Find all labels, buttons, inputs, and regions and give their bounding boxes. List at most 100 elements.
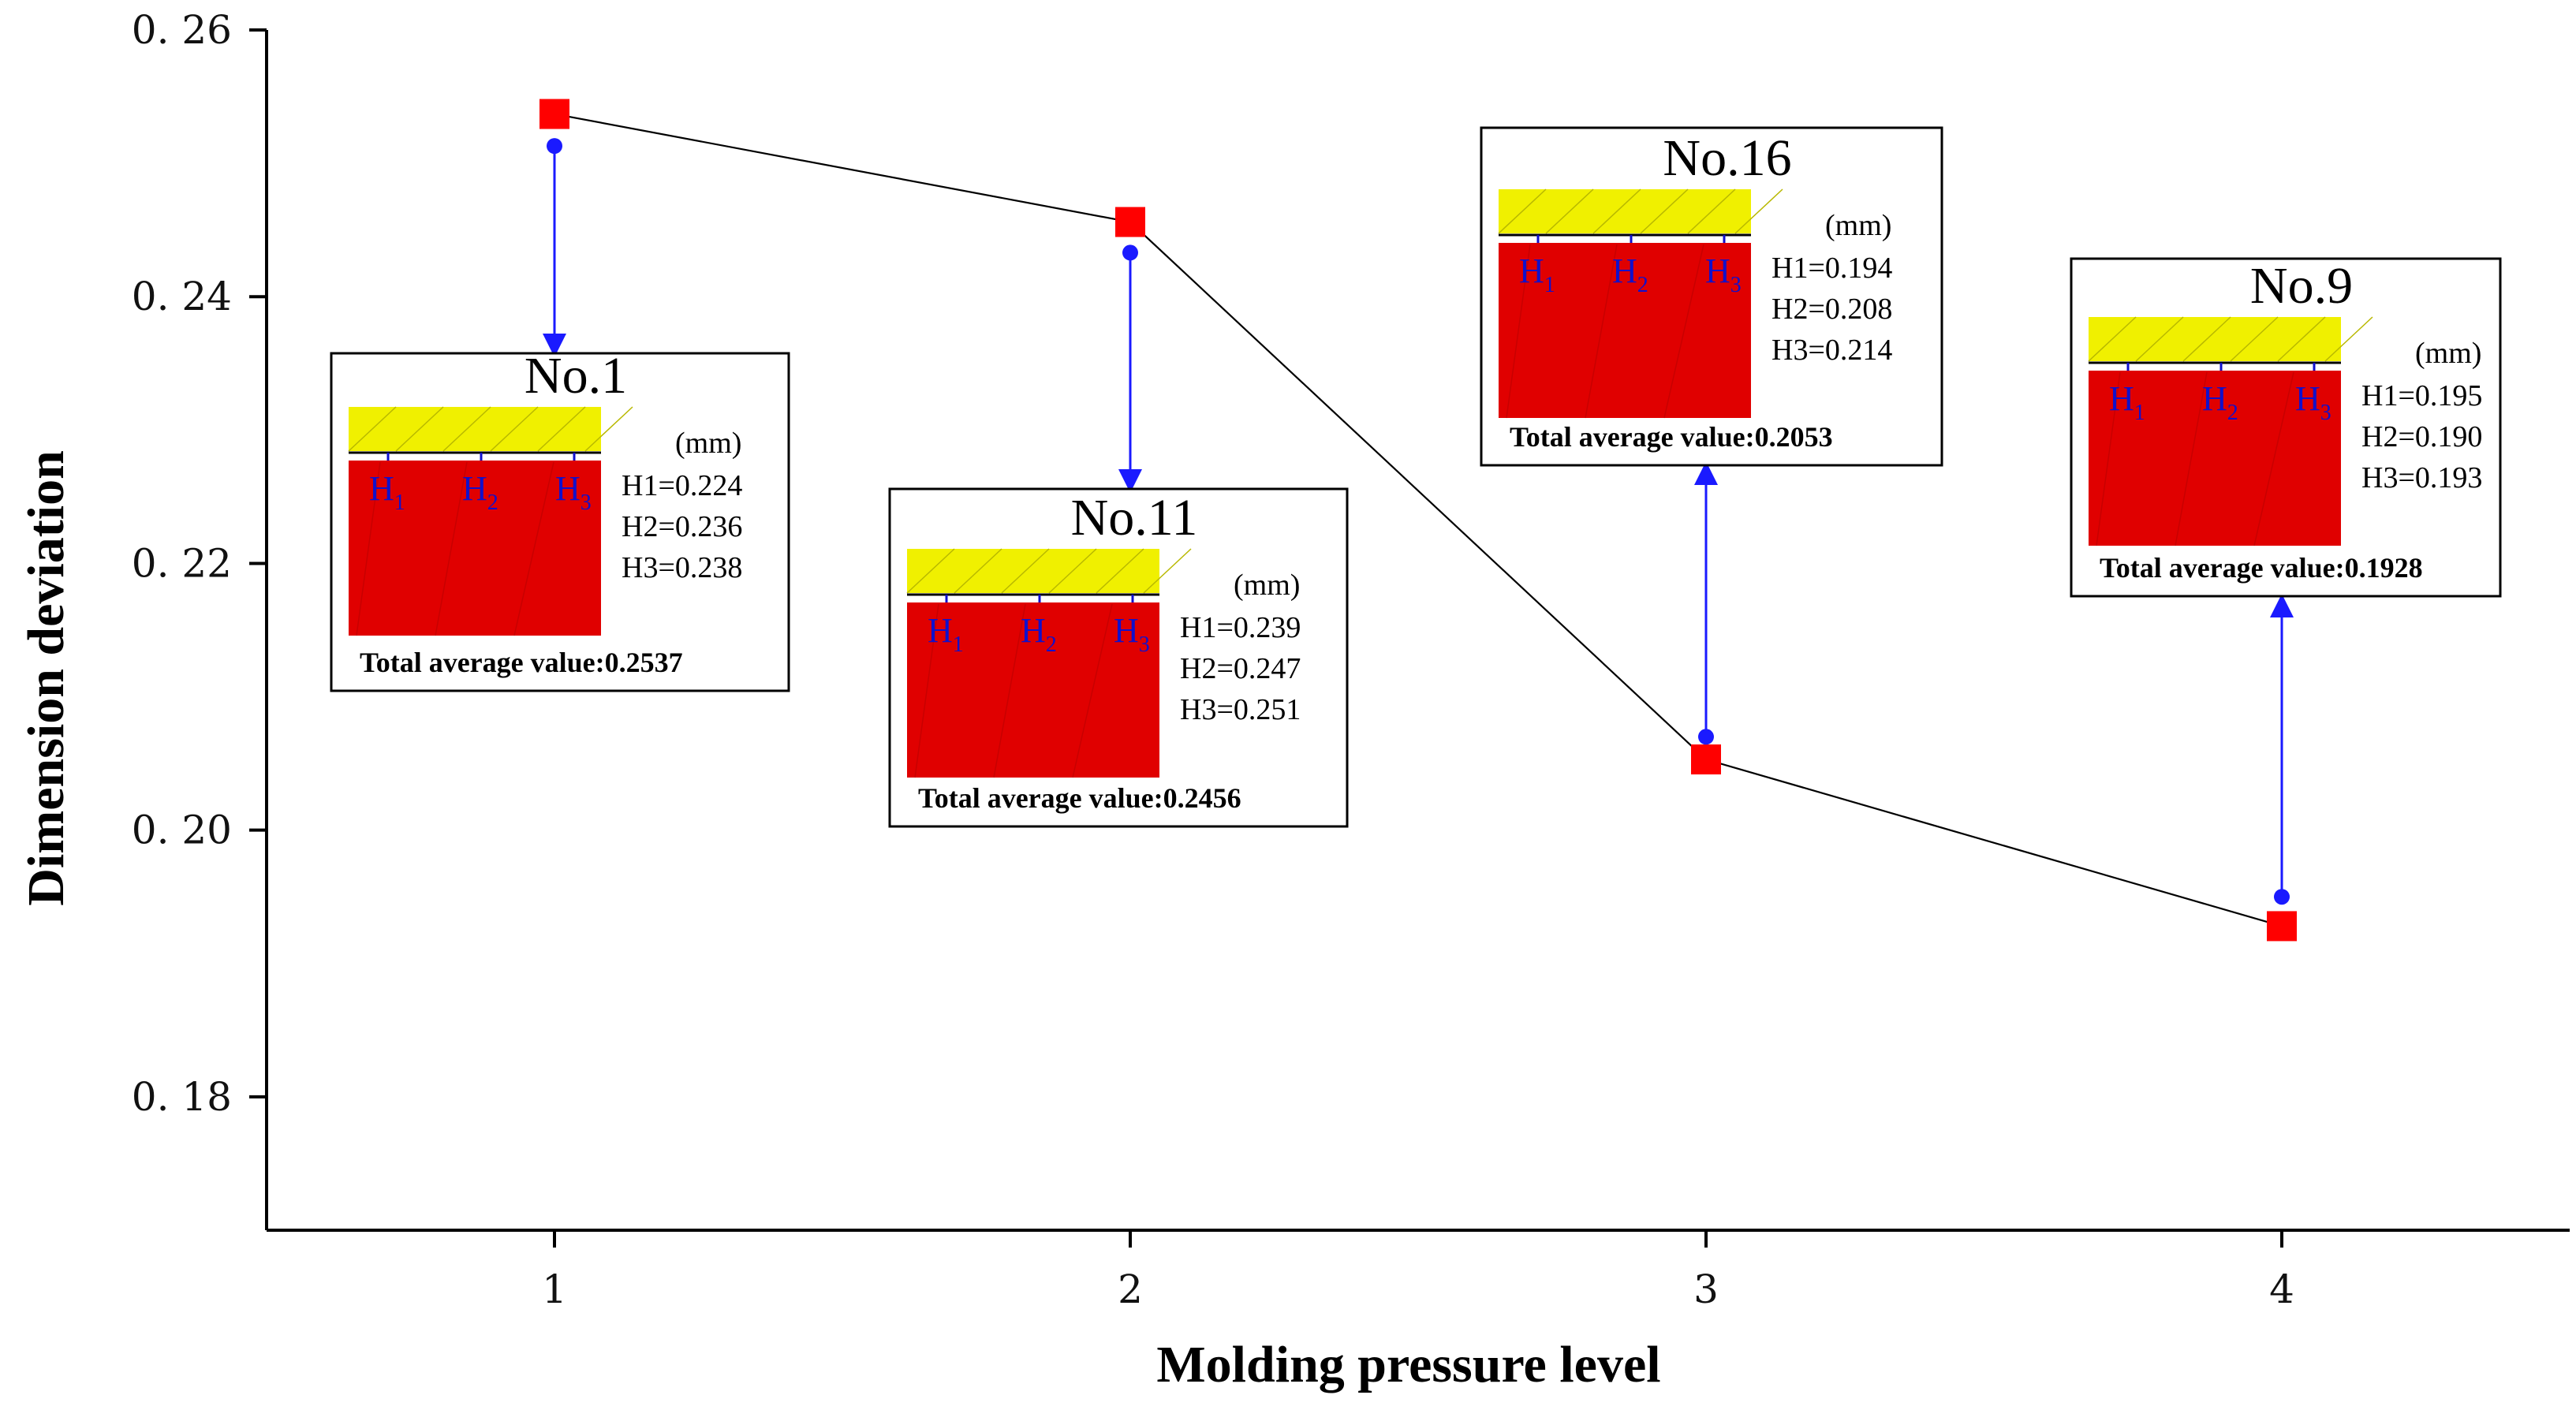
square-marker bbox=[1691, 744, 1721, 775]
mesh-line bbox=[1001, 548, 1050, 594]
inset-value: H1=0.195 bbox=[2361, 379, 2482, 412]
mesh-line bbox=[537, 406, 586, 452]
mesh-line bbox=[1734, 188, 1783, 234]
mesh-line bbox=[1545, 188, 1594, 234]
mesh-line bbox=[395, 406, 444, 452]
x-tick-label: 3 bbox=[1693, 1266, 1719, 1312]
mesh-line bbox=[2135, 316, 2184, 362]
mesh-line bbox=[1592, 188, 1641, 234]
mesh-line bbox=[2277, 316, 2326, 362]
mold-body bbox=[1499, 243, 1751, 418]
h-subscript: 3 bbox=[1730, 273, 1742, 297]
circle-marker bbox=[1122, 244, 1138, 261]
inset-value: H1=0.224 bbox=[622, 469, 742, 502]
h-subscript: 3 bbox=[1139, 632, 1150, 657]
h-subscript: 1 bbox=[1544, 273, 1555, 297]
inset-unit: (mm) bbox=[1825, 209, 1891, 242]
x-tick-label: 2 bbox=[1118, 1266, 1143, 1312]
deviation-arrows bbox=[543, 146, 2294, 897]
data-markers bbox=[539, 99, 2297, 942]
inset-unit: (mm) bbox=[1234, 569, 1300, 602]
mesh-line bbox=[584, 406, 633, 452]
mesh-line bbox=[356, 461, 381, 636]
series-line-path bbox=[554, 113, 2283, 927]
mesh-line bbox=[1687, 188, 1736, 234]
inset-total: Total average value:0.2537 bbox=[360, 647, 683, 678]
mesh-line bbox=[2182, 316, 2231, 362]
x-axis-title: Molding pressure level bbox=[1156, 1336, 1660, 1393]
mesh-line bbox=[513, 461, 554, 636]
mesh-line bbox=[914, 603, 939, 778]
y-tick-label: 0. 22 bbox=[132, 540, 232, 586]
h-subscript: 1 bbox=[394, 491, 405, 515]
mesh-line bbox=[2096, 371, 2121, 546]
square-marker bbox=[2267, 911, 2297, 942]
inset-value: H2=0.208 bbox=[1771, 293, 1892, 326]
mesh-line bbox=[1585, 244, 1618, 419]
mesh-line bbox=[490, 406, 539, 452]
inset-total: Total average value:0.2053 bbox=[1510, 421, 1833, 453]
inset-value: H3=0.193 bbox=[2361, 461, 2482, 494]
mesh-line bbox=[2175, 371, 2208, 546]
square-marker bbox=[1115, 207, 1145, 237]
inset-value: H1=0.194 bbox=[1771, 252, 1892, 285]
inset-value: H3=0.251 bbox=[1180, 693, 1301, 726]
y-tick-label: 0. 26 bbox=[132, 7, 232, 53]
mesh-line bbox=[1506, 244, 1531, 419]
inset-title: No.16 bbox=[1663, 129, 1791, 187]
mold-top bbox=[1499, 189, 1751, 233]
circle-marker bbox=[547, 138, 562, 155]
mesh-line bbox=[2253, 371, 2294, 546]
mesh-line bbox=[1640, 188, 1689, 234]
y-tick-label: 0. 24 bbox=[132, 274, 232, 319]
h-subscript: 1 bbox=[953, 632, 964, 657]
h-subscript: 2 bbox=[1046, 632, 1057, 657]
mold-body bbox=[2089, 371, 2341, 546]
circle-marker bbox=[1698, 729, 1714, 745]
h-label: H3 bbox=[2295, 379, 2331, 425]
x-tick-label: 1 bbox=[542, 1266, 567, 1312]
x-tick-label: 4 bbox=[2269, 1266, 2294, 1312]
y-axis-title: Dimension deviation bbox=[17, 450, 75, 906]
mesh-line bbox=[1143, 548, 1192, 594]
y-tick-label: 0. 20 bbox=[132, 808, 232, 853]
h-label: H1 bbox=[1519, 252, 1555, 297]
circle-marker bbox=[2274, 889, 2290, 905]
inset-title: No.9 bbox=[2250, 257, 2353, 315]
h-subscript: 2 bbox=[2227, 401, 2238, 425]
h-subscript: 3 bbox=[581, 491, 592, 515]
mesh-line bbox=[1048, 548, 1097, 594]
mesh-line bbox=[435, 461, 468, 636]
inset-unit: (mm) bbox=[675, 427, 741, 460]
inset-value: H3=0.214 bbox=[1771, 334, 1892, 367]
h-subscript: 3 bbox=[2320, 401, 2331, 425]
inset-title: No.1 bbox=[525, 347, 627, 405]
mesh-line bbox=[1096, 548, 1144, 594]
mesh-line bbox=[2230, 316, 2279, 362]
inset-value: H3=0.238 bbox=[622, 551, 742, 584]
h-subscript: 2 bbox=[487, 491, 498, 515]
mesh-line bbox=[906, 548, 955, 594]
inset-value: H2=0.247 bbox=[1180, 652, 1301, 685]
y-tick-label: 0. 18 bbox=[132, 1074, 232, 1120]
mesh-line bbox=[2324, 316, 2373, 362]
mesh-line bbox=[993, 603, 1026, 778]
mold-body bbox=[907, 602, 1159, 778]
mesh-line bbox=[442, 406, 491, 452]
h-label: H1 bbox=[369, 469, 405, 515]
h-subscript: 1 bbox=[2134, 401, 2145, 425]
mesh-line bbox=[348, 406, 397, 452]
mold-top bbox=[349, 407, 601, 451]
inset-total: Total average value:0.1928 bbox=[2100, 552, 2423, 584]
mold-top bbox=[907, 549, 1159, 593]
inset-value: H2=0.190 bbox=[2361, 420, 2482, 453]
series-line bbox=[554, 113, 2283, 927]
